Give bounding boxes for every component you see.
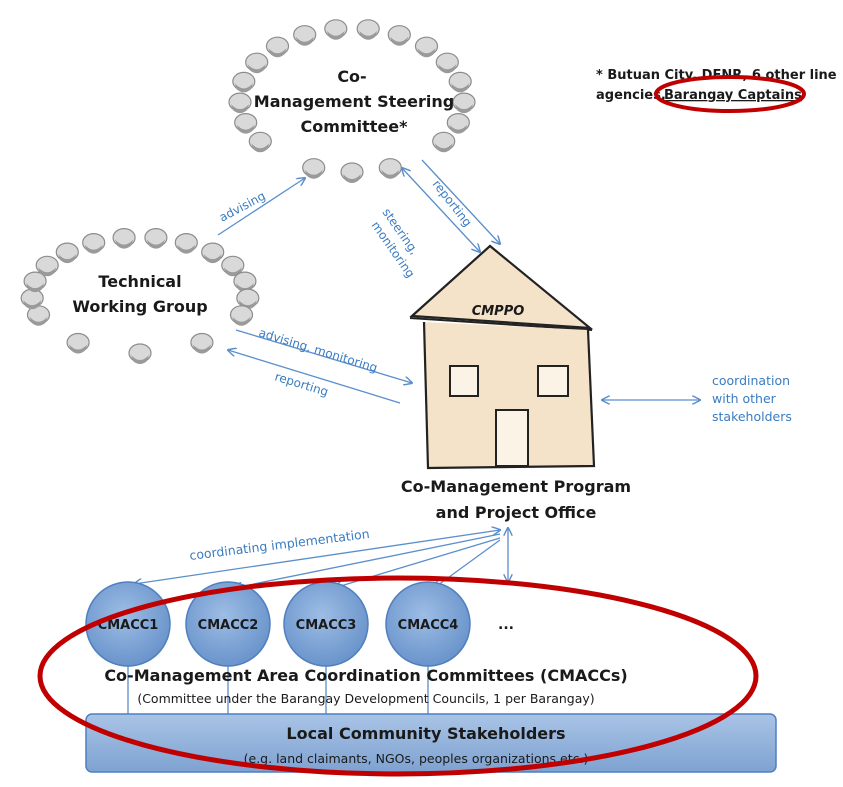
chair-icon xyxy=(248,131,272,153)
chair-icon xyxy=(446,112,470,135)
chair-icon xyxy=(356,19,380,41)
chair-icon xyxy=(302,158,326,180)
cmacc-circle: CMACC4 xyxy=(385,581,471,667)
chair-icon xyxy=(340,162,364,184)
reporting-sc-arrow xyxy=(421,159,500,244)
chair-icon xyxy=(66,332,90,355)
steering-committee-line1: Co- xyxy=(337,67,366,86)
chair-icon xyxy=(232,71,256,94)
cmacc-label: CMACC4 xyxy=(398,618,459,633)
chair-icon xyxy=(452,92,476,114)
chair-icon xyxy=(228,92,252,114)
stakeholders-box: Local Community Stakeholders (e.g. land … xyxy=(85,713,777,773)
chair-icon xyxy=(293,25,317,47)
coordination-label-line1: coordination xyxy=(712,373,790,388)
cmacc-subtitle: (Committee under the Barangay Developmen… xyxy=(137,691,594,706)
coordination-label-line2: with other xyxy=(712,391,777,406)
reporting-twg-arrow xyxy=(228,350,401,404)
steering-committee-line3: Committee* xyxy=(301,117,409,136)
technical-group-line1: Technical xyxy=(98,272,181,291)
chair-icon xyxy=(448,71,472,94)
chair-icon xyxy=(229,305,254,327)
advising-monitoring-label: advising, monitoring xyxy=(257,325,379,374)
steering-monitoring-arrow xyxy=(402,168,480,252)
cmacc-circle: CMACC1 xyxy=(85,581,171,667)
chair-icon xyxy=(378,158,402,180)
footnote-line2-prefix: agencies, xyxy=(596,88,666,103)
chair-icon xyxy=(144,228,168,250)
chair-icon xyxy=(432,131,456,153)
chair-icon xyxy=(201,242,225,264)
cmacc-circle: CMACC2 xyxy=(185,581,271,667)
chair-icon xyxy=(190,332,214,355)
cmacc-label: CMACC2 xyxy=(198,618,259,633)
cmppo-roof-label: CMPPO xyxy=(472,304,525,319)
chair-icon xyxy=(245,52,269,74)
steering-committee-label: Co- Management Steering Committee* xyxy=(254,67,454,136)
technical-group-line2: Working Group xyxy=(72,297,207,316)
office-caption-line1: Co-Management Program xyxy=(401,477,631,496)
office-caption-line2: and Project Office xyxy=(436,503,597,522)
chair-icon xyxy=(414,36,439,58)
cmacc-circles: CMACC1 CMACC2 CMACC3 CMACC4 ... xyxy=(85,581,514,667)
technical-group-label: Technical Working Group xyxy=(72,272,207,316)
cmacc-highlight-ellipse xyxy=(37,575,759,777)
cmacc-label: CMACC1 xyxy=(98,618,159,633)
chair-icon xyxy=(387,25,411,47)
cmacc-ellipsis: ... xyxy=(498,617,514,633)
steering-committee-line2: Management Steering xyxy=(254,92,454,111)
chair-icon xyxy=(174,233,198,255)
footnote-barangay-captains: Barangay Captains xyxy=(664,88,802,103)
chair-icon xyxy=(234,112,258,135)
footnote: * Butuan City, DENR, 6 other line agenci… xyxy=(596,68,837,113)
cmacc-label: CMACC3 xyxy=(296,618,357,633)
advising-arrow xyxy=(217,178,305,236)
chair-icon xyxy=(265,36,290,58)
stakeholders-subtitle: (e.g. land claimants, NGOs, peoples orga… xyxy=(244,751,589,766)
chair-icon xyxy=(324,19,348,41)
chair-icon xyxy=(112,228,136,250)
advising-monitoring-arrow xyxy=(235,329,412,383)
chair-icon xyxy=(435,52,459,74)
cmacc-title: Co-Management Area Coordination Committe… xyxy=(104,666,627,685)
coordination-label-line3: stakeholders xyxy=(712,409,792,424)
chair-icon xyxy=(82,233,106,255)
cmppo-house: CMPPO xyxy=(409,244,596,470)
stakeholders-title: Local Community Stakeholders xyxy=(286,724,565,743)
chair-icon xyxy=(128,343,152,365)
reporting-twg-label: reporting xyxy=(273,369,330,399)
barangay-captains-highlight xyxy=(654,75,806,113)
cmacc-circle: CMACC3 xyxy=(283,581,369,667)
chair-icon xyxy=(55,242,79,264)
coordinating-implementation-label: coordinating implementation xyxy=(189,526,371,563)
